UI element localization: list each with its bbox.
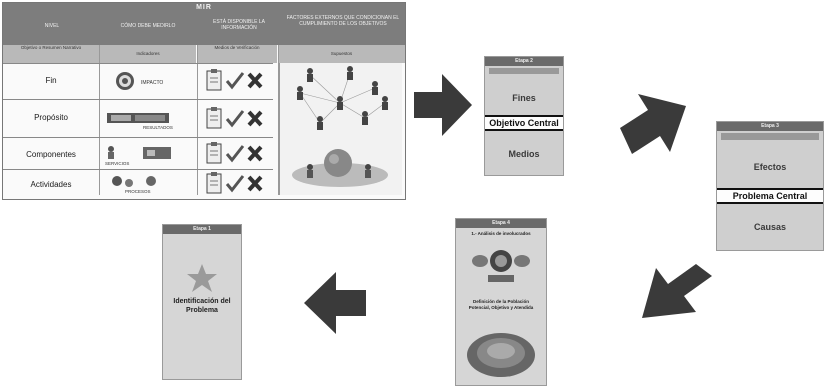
verification-icons xyxy=(201,106,273,130)
mir-col-nivel: NIVEL xyxy=(44,23,60,29)
mir-header: MIR NIVEL Cómo debe medirlo Está disponi… xyxy=(3,3,405,45)
mir-row-componentes: Componentes SERVICIOS xyxy=(3,137,273,170)
mir-sub-objetivo: Objetivo o Resumen Narrativo xyxy=(3,45,99,63)
mir-col-factores: Factores externos que condicionan el cum… xyxy=(286,15,400,27)
mir-row-label: Actividades xyxy=(30,180,72,189)
gears-icon: PROCESOS xyxy=(112,176,156,194)
verification-icons xyxy=(201,141,273,165)
services-icon: SERVICIOS xyxy=(105,146,171,166)
check-icon xyxy=(225,145,245,163)
indicator-servicios: SERVICIOS xyxy=(103,143,193,166)
mir-col-disponible: Está disponible la información xyxy=(213,19,265,31)
arrow-down-left-icon xyxy=(642,264,712,318)
clipboard-icon xyxy=(206,172,222,194)
card-band: Objetivo Central xyxy=(485,115,563,131)
mir-title: MIR xyxy=(196,4,212,11)
clipboard-icon xyxy=(206,142,222,164)
tree-top-decoration xyxy=(721,133,819,140)
card-header: Etapa 4 xyxy=(456,219,546,228)
etapa-4-card: Etapa 4 1.- Análisis de involucrados Def… xyxy=(455,218,547,386)
check-icon xyxy=(225,175,245,193)
check-icon xyxy=(225,72,245,90)
indicator-label: SERVICIOS xyxy=(105,161,129,166)
stakeholders-diagram-icon xyxy=(472,250,530,282)
card-caption: Definición de la Población Potencial, Ob… xyxy=(468,299,534,310)
etapa-1-card: Etapa 1 Identificación del Problema xyxy=(162,224,242,380)
card-band: Problema Central xyxy=(717,188,823,204)
mir-sub-medios: Medios de Verificación xyxy=(197,45,277,63)
card-bottom-text: Medios xyxy=(508,149,540,159)
card-subtitle: 1.- Análisis de involucrados xyxy=(471,231,531,236)
mir-row-label: Componentes xyxy=(26,150,76,159)
card-text: Identificación del Problema xyxy=(173,298,231,314)
cross-icon xyxy=(247,110,263,127)
indicator-resultados: RESULTADOS xyxy=(103,109,193,131)
target-icon: IMPACTO xyxy=(116,72,163,90)
population-circles-icon xyxy=(467,333,535,377)
card-header: Etapa 3 xyxy=(717,122,823,131)
tree-top-decoration xyxy=(489,68,559,74)
cross-icon xyxy=(247,175,263,192)
mir-row-fin: Fin IMPACTO xyxy=(3,63,273,100)
indicator-procesos: PROCESOS xyxy=(103,173,193,195)
card-header: Etapa 2 xyxy=(485,57,563,66)
mir-matrix: MIR NIVEL Cómo debe medirlo Está disponi… xyxy=(2,2,406,200)
mir-row-label: Fin xyxy=(45,76,57,85)
indicator-label: PROCESOS xyxy=(125,189,151,194)
mir-divider xyxy=(99,45,100,195)
mir-sub-indicadores: Indicadores xyxy=(100,45,196,63)
mir-row-actividades: Actividades PROCESOS xyxy=(3,169,273,198)
mir-divider xyxy=(278,45,279,195)
clipboard-icon xyxy=(206,69,222,91)
indicator-label: RESULTADOS xyxy=(143,125,173,130)
arrow-left-icon xyxy=(304,272,366,334)
clipboard-icon xyxy=(206,107,222,129)
mir-col-medirlo: Cómo debe medirlo xyxy=(120,23,176,29)
etapa-3-card: Etapa 3 Efectos Problema Central Causas xyxy=(716,121,824,251)
supuestos-illustration xyxy=(279,63,402,195)
arrow-right-icon xyxy=(414,74,472,136)
indicator-label: IMPACTO xyxy=(141,80,163,86)
verification-icons xyxy=(201,171,273,195)
mir-sub-supuestos: Supuestos xyxy=(278,45,405,63)
mir-row-proposito: Propósito RESULTADOS xyxy=(3,99,273,138)
star-icon xyxy=(187,264,217,292)
card-top-text: Fines xyxy=(512,93,536,103)
results-icon: RESULTADOS xyxy=(107,113,173,130)
check-icon xyxy=(225,110,245,128)
verification-icons xyxy=(201,68,273,92)
card-bottom-text: Causas xyxy=(753,222,787,232)
cross-icon xyxy=(247,145,263,162)
globe-people-icon xyxy=(292,149,388,187)
card-top-text: Efectos xyxy=(753,162,787,172)
etapa-2-card: Etapa 2 Fines Objetivo Central Medios xyxy=(484,56,564,176)
indicator-impacto: IMPACTO xyxy=(103,70,193,92)
arrow-down-right-icon xyxy=(620,94,686,154)
mir-row-label: Propósito xyxy=(34,113,68,122)
cross-icon xyxy=(247,72,263,89)
mir-divider xyxy=(197,45,198,195)
card-header: Etapa 1 xyxy=(163,225,241,234)
